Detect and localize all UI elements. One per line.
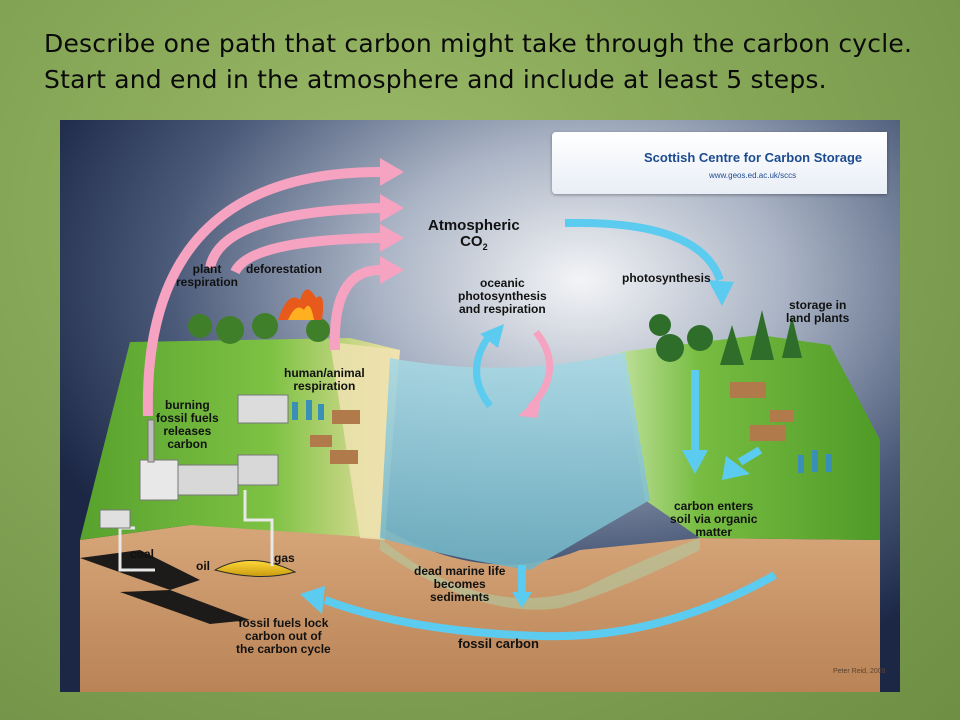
right-trees [649, 310, 802, 365]
absorb-arrows [323, 218, 777, 641]
fossil-carbon-label: fossil carbon [458, 636, 539, 651]
logo-name: Scottish Centre for Carbon Storage [644, 150, 863, 165]
left-trees [188, 313, 330, 344]
credit: Peter Reid, 2009 [833, 668, 886, 675]
ocean [380, 352, 650, 570]
factory [99, 419, 279, 529]
people [292, 400, 832, 473]
deforestation-label: deforestation [246, 262, 323, 276]
diagram-illustration [60, 120, 900, 692]
question-text: Describe one path that carbon might take… [44, 29, 913, 94]
carbon-cycle-diagram: Scottish Centre for Carbon Storage www.g… [60, 120, 900, 692]
gas-reservoir [213, 560, 297, 577]
photosynthesis-label: photosynthesis [622, 271, 711, 285]
gas-label: gas [274, 551, 295, 565]
logo-url: www.geos.ed.ac.uk/sccs [709, 171, 797, 180]
coal-label: coal [130, 547, 155, 561]
earth-cross-section [80, 520, 880, 692]
animals [310, 382, 794, 464]
farmhouse [237, 394, 289, 424]
atmospheric-label: Atmospheric CO2 [428, 217, 520, 253]
sccs-logo: Scottish Centre for Carbon Storage www.g… [552, 132, 887, 194]
release-arrows [142, 167, 381, 417]
oil-label: oil [196, 559, 210, 573]
